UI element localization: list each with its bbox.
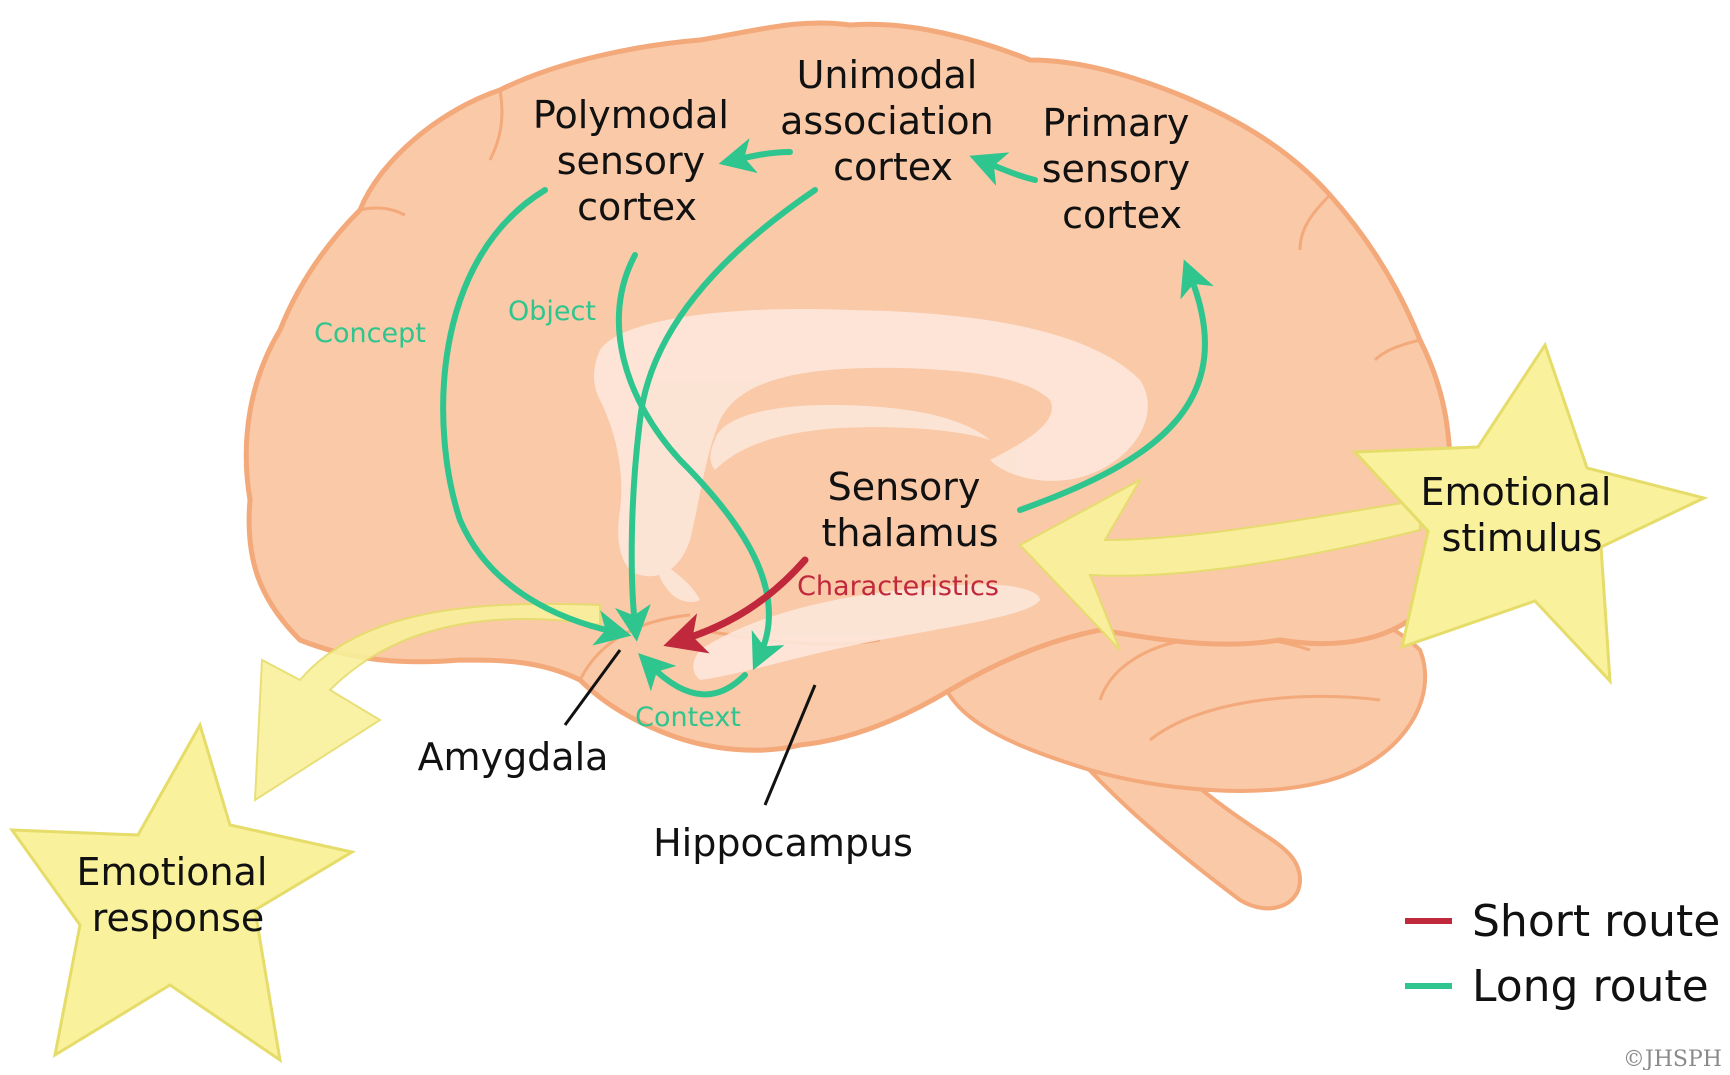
legend-short-label: Short route	[1472, 896, 1720, 947]
label-amygdala: Amygdala	[418, 735, 609, 779]
label-primary: Primary sensory cortex	[1042, 101, 1203, 237]
credit-text: ©JHSPH	[1623, 1047, 1722, 1070]
label-object: Object	[508, 296, 596, 327]
legend: Short route Long route	[1405, 896, 1720, 1012]
label-characteristics: Characteristics	[797, 571, 999, 602]
label-hippocampus: Hippocampus	[653, 821, 913, 865]
label-context: Context	[635, 702, 741, 733]
label-concept: Concept	[314, 318, 426, 349]
legend-long-label: Long route	[1472, 961, 1709, 1012]
